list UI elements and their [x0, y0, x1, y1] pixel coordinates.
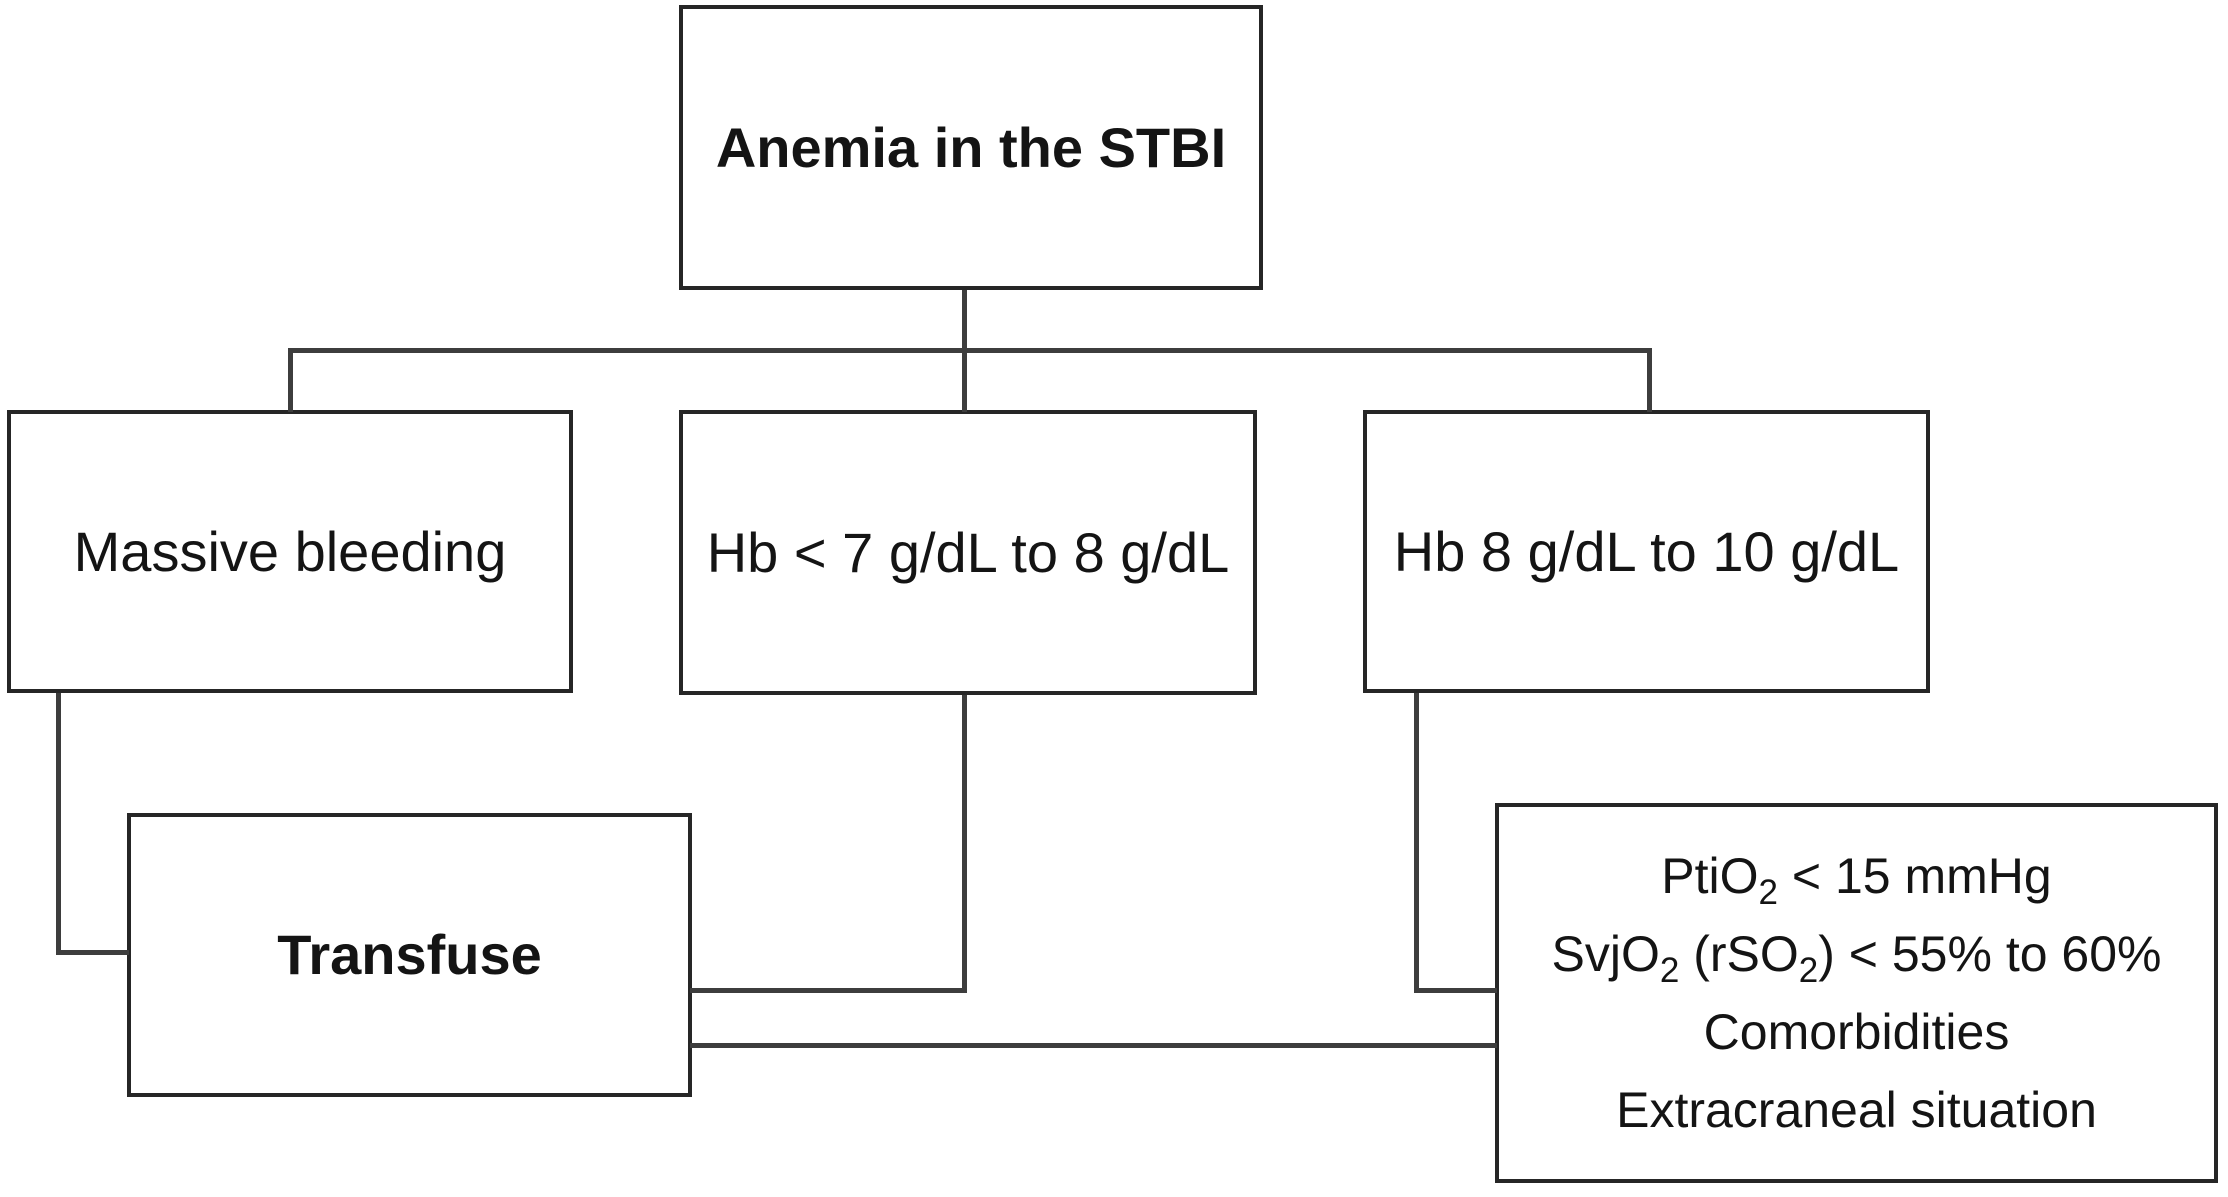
connector-hb-low-to-transfuse-horizontal — [690, 988, 967, 993]
node-transfuse-label: Transfuse — [277, 923, 542, 987]
node-hb-8-to-10-label: Hb 8 g/dL to 10 g/dL — [1393, 519, 1900, 583]
node-massive-bleeding-label: Massive bleeding — [73, 519, 507, 583]
connector-massive-bleeding-to-transfuse-vertical — [56, 693, 61, 955]
node-transfuse: Transfuse — [127, 813, 692, 1097]
node-transfusion-criteria: PtiO2 < 15 mmHg SvjO2 (rSO2) < 55% to 60… — [1495, 803, 2218, 1183]
connector-hb-mid-to-criteria-horizontal — [1414, 988, 1497, 993]
node-anemia-in-stbi: Anemia in the STBI — [679, 5, 1263, 290]
connector-hb-mid-to-criteria-vertical — [1414, 693, 1419, 993]
connector-massive-bleeding-to-transfuse-horizontal — [56, 950, 129, 955]
connector-drop-massive-bleeding — [288, 348, 293, 412]
connector-hb-low-to-transfuse-vertical — [962, 695, 967, 993]
connector-top-rail — [288, 348, 1652, 353]
node-hb-8-to-10: Hb 8 g/dL to 10 g/dL — [1363, 410, 1930, 693]
criteria-line-comorbidities: Comorbidities — [1703, 1004, 2010, 1060]
node-hb-below-7-to-8-label: Hb < 7 g/dL to 8 g/dL — [706, 520, 1230, 584]
criteria-line-ptio2: PtiO2 < 15 mmHg — [1661, 848, 2052, 912]
connector-drop-hb-8-to-10 — [1647, 348, 1652, 412]
node-anemia-in-stbi-label: Anemia in the STBI — [715, 115, 1227, 179]
node-massive-bleeding: Massive bleeding — [7, 410, 573, 693]
criteria-line-extracraneal: Extracraneal situation — [1616, 1082, 2097, 1138]
node-hb-below-7-to-8: Hb < 7 g/dL to 8 g/dL — [679, 410, 1257, 695]
connector-transfuse-to-criteria-rail — [690, 1043, 1497, 1048]
criteria-line-svjo2: SvjO2 (rSO2) < 55% to 60% — [1551, 926, 2162, 990]
